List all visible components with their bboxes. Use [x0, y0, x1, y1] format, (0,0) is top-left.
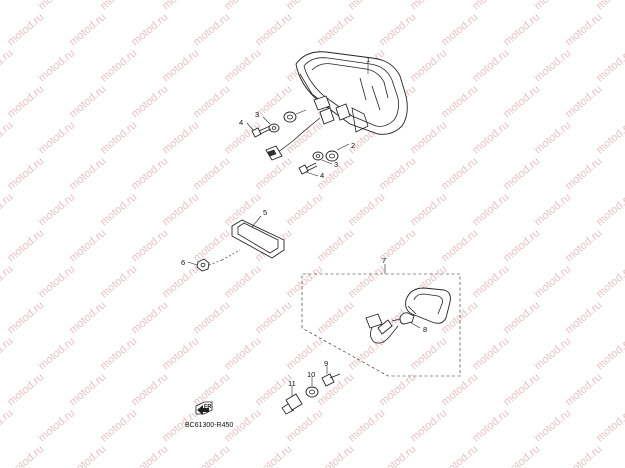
- grommet-part-2: [325, 150, 339, 162]
- washer-part-3-left: [268, 123, 280, 133]
- leader-line-4b: [305, 171, 319, 177]
- leader-line-8: [409, 321, 421, 329]
- nut-part-6: [196, 258, 210, 272]
- callout-6: 6: [181, 258, 185, 267]
- callout-1: 1: [366, 55, 370, 64]
- leader-line-3a: [262, 116, 271, 125]
- callout-3b: 3: [334, 160, 338, 169]
- grommet-part-10: [305, 386, 319, 398]
- front-direction-indicator: FR.: [195, 401, 213, 415]
- callout-4b: 4: [320, 171, 324, 180]
- lamp-socket-with-lead: [365, 313, 399, 344]
- leader-line-5: [251, 215, 262, 228]
- leader-line-6: [187, 261, 198, 266]
- license-lamp-housing: [405, 287, 451, 324]
- callout-7: 7: [382, 256, 386, 265]
- leader-line-2-left: [295, 109, 307, 115]
- front-indicator-label: FR.: [204, 404, 213, 410]
- taillight-housing-part: [295, 51, 408, 135]
- callout-2: 2: [351, 141, 355, 150]
- bolt-part-4-right: [298, 162, 318, 175]
- assembly-line-5: [221, 249, 241, 261]
- washer-part-3-right: [312, 151, 324, 161]
- callout-9: 9: [324, 359, 328, 368]
- reflector-plate-part-5: [231, 219, 285, 259]
- callout-3a: 3: [255, 110, 259, 119]
- assembly-line-6: [208, 259, 223, 266]
- callout-10: 10: [307, 370, 315, 379]
- callout-8: 8: [423, 325, 427, 334]
- diagram-code: BC61300-R450: [185, 422, 233, 429]
- callout-11: 11: [288, 379, 296, 388]
- leader-line-2: [336, 143, 350, 151]
- grommet-part-2-left: [283, 111, 297, 123]
- callout-4a: 4: [239, 118, 243, 127]
- leader-line-4a: [246, 122, 254, 131]
- bulb-part-9: [321, 373, 341, 387]
- bolt-part-4-left: [251, 125, 272, 138]
- leader-line-3b: [321, 159, 333, 165]
- wire-harness-connector: [265, 117, 321, 161]
- license-light-assembly-outline: [301, 273, 461, 377]
- socket-part-11: [281, 393, 303, 415]
- callout-5: 5: [263, 208, 267, 217]
- front-direction-arrow-icon: [195, 401, 213, 415]
- bulb-part-8: [391, 312, 415, 325]
